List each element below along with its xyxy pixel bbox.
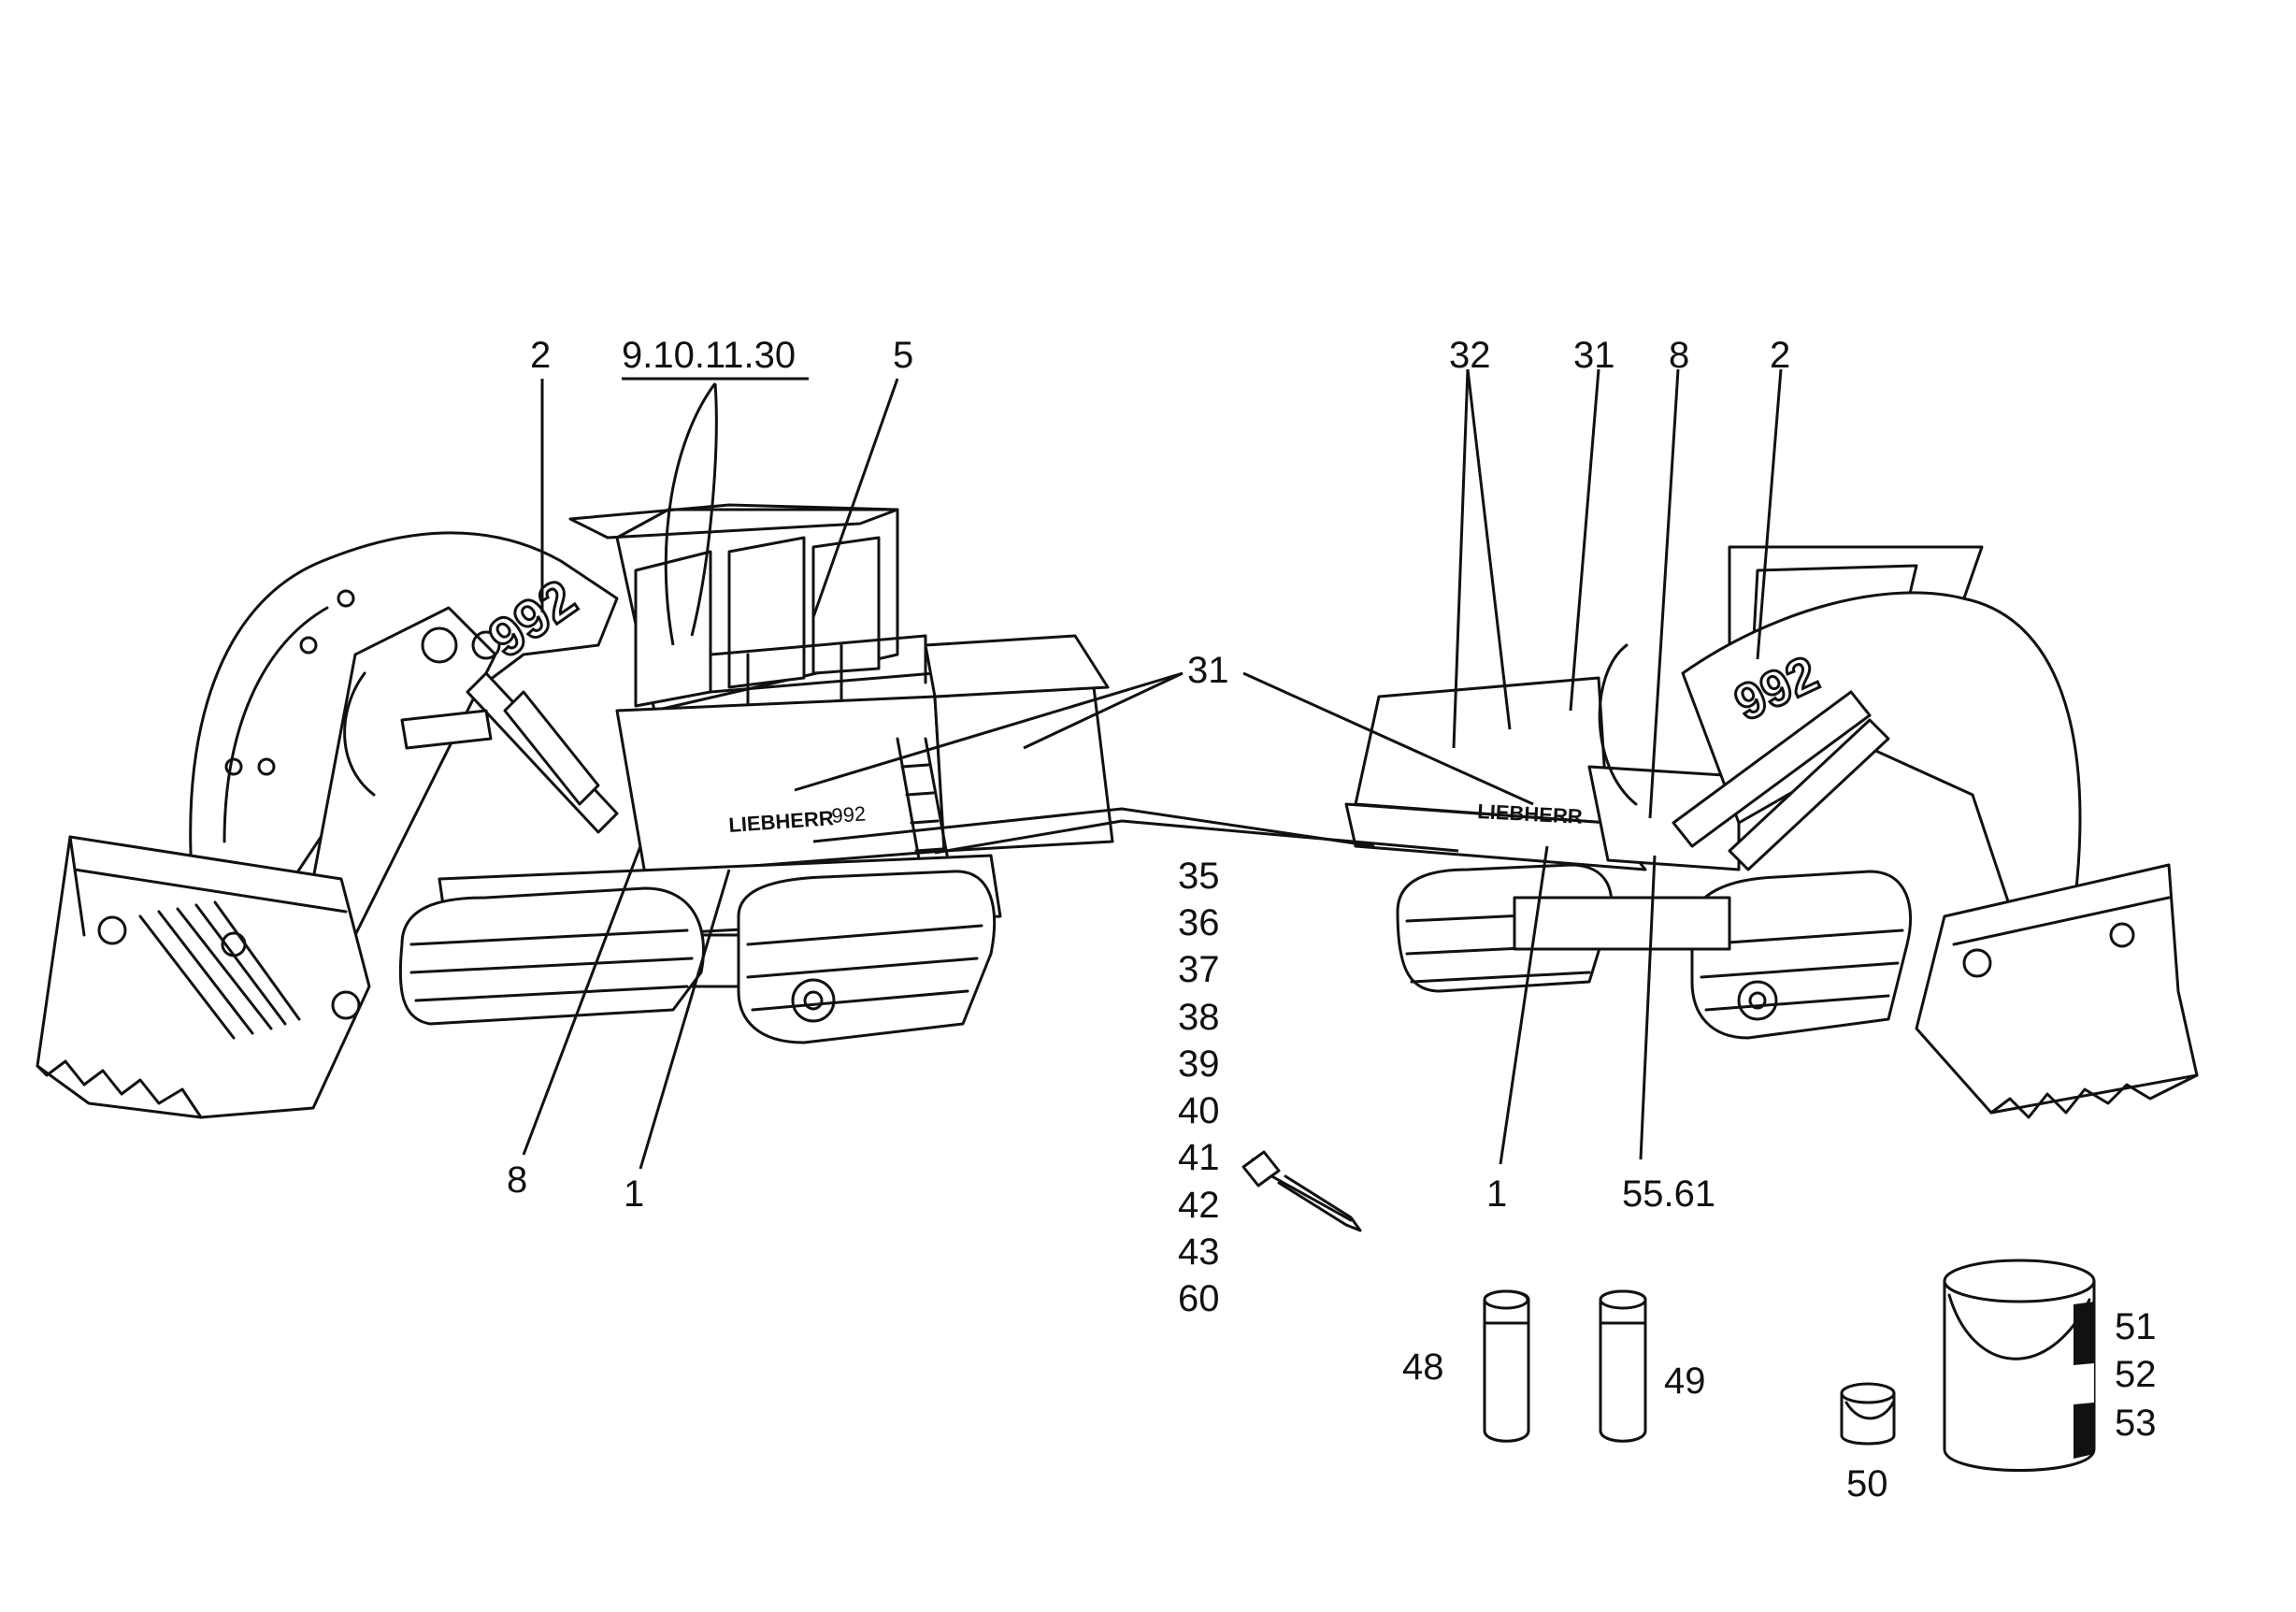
fastener-item: 38 [1178,997,1220,1038]
callout-left-2: 2 [530,335,551,376]
spray-can-a-label: 48 [1402,1346,1444,1388]
excavator-left: 992 LIEBHERR 992 [36,503,1114,1119]
excavator-right: LIEBHERR 992 [1344,545,2199,1119]
fastener-item: 60 [1178,1278,1220,1319]
fastener-item: 41 [1178,1137,1220,1178]
side-model-text: 992 [831,801,867,828]
fastener-item: 36 [1178,902,1220,943]
fastener-list: 35 36 37 38 39 40 41 42 43 60 [1178,856,1220,1319]
callout-right-31: 31 [1573,335,1615,376]
paint-tin-label: 50 [1846,1463,1888,1504]
spray-can-icon [1483,1289,1530,1443]
callout-left-1: 1 [624,1173,644,1215]
fastener-item: 37 [1178,949,1220,990]
callout-left-8: 8 [507,1159,527,1201]
spray-can-b-label: 49 [1664,1360,1706,1402]
callout-right-8: 8 [1669,335,1689,376]
callout-center-31: 31 [1187,650,1229,691]
paint-tin-icon [1840,1382,1896,1446]
paint-bucket-icon [1943,1259,2096,1472]
callout-right-55-61: 55.61 [1622,1173,1715,1215]
paint-bucket-code-53: 53 [2115,1403,2157,1444]
callout-right-32: 32 [1449,335,1491,376]
paint-bucket-code-52: 52 [2115,1354,2157,1395]
spray-can-icon [1599,1289,1647,1443]
rivet-icon [1241,1150,1362,1232]
callout-left-5: 5 [893,335,913,376]
callout-right-1: 1 [1486,1173,1507,1215]
callout-left-9-10-11-30: 9.10.11.30 [622,335,796,376]
callout-right-2: 2 [1770,335,1790,376]
fastener-item: 39 [1178,1043,1220,1085]
fastener-item: 42 [1178,1185,1220,1226]
right-brand-text: LIEBHERR [1477,799,1584,828]
fastener-item: 40 [1178,1090,1220,1131]
fastener-item: 43 [1178,1231,1220,1273]
leader-lines [522,368,1783,1170]
fastener-item: 35 [1178,856,1220,897]
paint-bucket-code-51: 51 [2115,1306,2157,1347]
